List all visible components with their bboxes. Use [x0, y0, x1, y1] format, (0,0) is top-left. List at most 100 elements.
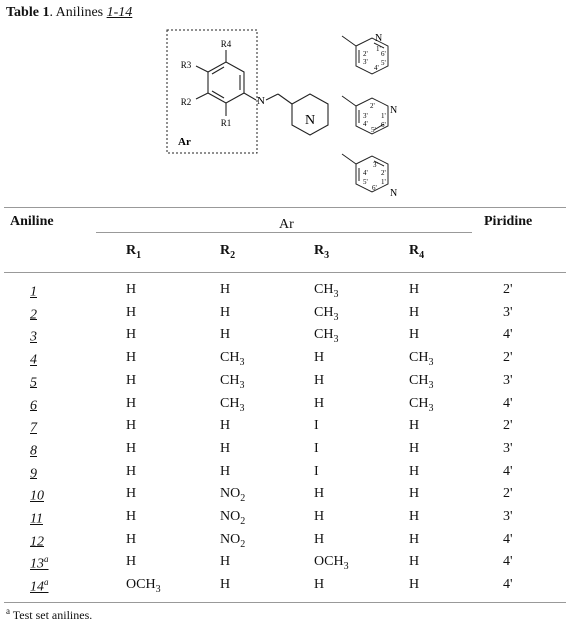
pyridine-isomer-4	[341, 153, 389, 193]
cell-r2: NO2	[220, 509, 246, 527]
cell-r1: H	[126, 554, 137, 570]
ar-span-rule	[96, 232, 472, 233]
table-label: Table 1	[6, 5, 50, 20]
col-header-r4: R4	[409, 243, 425, 261]
cell-r4: H	[409, 509, 420, 524]
col-header-ar: Ar	[279, 217, 294, 232]
cell-pyridine-position: 4'	[503, 577, 513, 593]
cell-r3: H	[314, 486, 325, 502]
aniline-id-link[interactable]: 6	[30, 398, 37, 414]
cell-r2: H	[220, 554, 231, 570]
cell-r3: H	[314, 372, 325, 388]
aniline-id-link[interactable]: 5	[30, 375, 37, 391]
cell-r1: H	[126, 282, 137, 297]
col-header-r2: R2	[220, 243, 236, 261]
cell-r2: CH3	[220, 350, 245, 368]
cell-r4: H	[409, 440, 420, 456]
cell-r1: H	[126, 395, 137, 411]
aniline-id-link[interactable]: 8	[30, 443, 37, 459]
cell-r2: H	[220, 440, 231, 456]
cell-r2: H	[220, 304, 231, 320]
cell-r1: H	[126, 327, 137, 343]
aniline-id-link[interactable]: 12	[30, 534, 44, 550]
cell-r1: H	[126, 531, 137, 547]
col-header-r3: R3	[314, 243, 330, 261]
subst-r2: R2	[181, 97, 192, 107]
aniline-id-link[interactable]: 4	[30, 352, 37, 368]
cell-pyridine-position: 3'	[503, 372, 513, 388]
col-header-aniline: Aniline	[10, 214, 54, 229]
footnote: a Test set anilines.	[6, 606, 93, 622]
cell-r4: H	[409, 531, 420, 547]
cell-r3: CH3	[314, 282, 339, 300]
cell-r3: H	[314, 350, 325, 366]
cell-pyridine-position: 2'	[503, 282, 513, 297]
svg-text:4': 4'	[374, 64, 379, 72]
svg-text:2': 2'	[363, 50, 368, 58]
cell-r1: H	[126, 304, 137, 320]
cell-pyridine-position: 3'	[503, 304, 513, 320]
cell-r4: H	[409, 418, 420, 434]
subst-r3: R3	[181, 60, 192, 70]
aniline-id-link[interactable]: 7	[30, 420, 37, 436]
aniline-id-link[interactable]: 10	[30, 488, 44, 504]
aniline-id-link[interactable]: 3	[30, 330, 37, 346]
caption-text: . Anilines	[49, 5, 107, 20]
aniline-id-link[interactable]: 11	[30, 511, 43, 527]
pyridine-isomer-3	[341, 95, 389, 135]
pyridine-isomer-2	[341, 35, 389, 75]
aniline-id-link[interactable]: 14a	[30, 577, 49, 595]
pyr1-n: N	[375, 33, 382, 44]
svg-text:4': 4'	[363, 120, 368, 128]
svg-text:6': 6'	[372, 184, 377, 192]
cell-r4: H	[409, 463, 420, 479]
cell-r1: H	[126, 463, 137, 479]
svg-text:3': 3'	[363, 112, 368, 120]
cell-r3: CH3	[314, 327, 339, 346]
svg-text:1': 1'	[381, 112, 386, 120]
caption-ref-link[interactable]: 1-14	[106, 5, 133, 20]
cell-r2: H	[220, 463, 231, 479]
aniline-id-link[interactable]: 1	[30, 284, 37, 300]
svg-text:1': 1'	[376, 45, 381, 53]
col-header-r1: R1	[126, 243, 142, 261]
aniline-id-link[interactable]: 9	[30, 466, 37, 482]
table-bottom-rule	[4, 602, 566, 603]
cell-pyridine-position: 2'	[503, 418, 513, 434]
cell-r3: OCH3	[314, 554, 349, 573]
cell-pyridine-position: 4'	[503, 327, 513, 343]
cell-r1: H	[126, 440, 137, 456]
cell-pyridine-position: 4'	[503, 395, 513, 411]
cell-r1: OCH3	[126, 577, 161, 595]
cell-r4: H	[409, 554, 420, 570]
cell-r3: I	[314, 463, 319, 479]
aniline-id-link[interactable]: 13a	[30, 554, 49, 573]
cell-r2: NO2	[220, 531, 246, 550]
cell-r2: CH3	[220, 395, 245, 414]
cell-r3: H	[314, 395, 325, 411]
aniline-id-link[interactable]: 2	[30, 307, 37, 323]
cell-r2: H	[220, 577, 231, 593]
cell-r4: CH3	[409, 372, 434, 391]
cell-r1: H	[126, 509, 137, 524]
cell-r4: H	[409, 577, 420, 593]
cell-pyridine-position: 4'	[503, 531, 513, 547]
cell-pyridine-position: 3'	[503, 440, 513, 456]
cell-r4: H	[409, 282, 420, 297]
cell-r3: I	[314, 418, 319, 434]
cell-pyridine-position: 2'	[503, 350, 513, 366]
cell-r2: H	[220, 327, 231, 343]
svg-text:1': 1'	[381, 178, 386, 186]
svg-text:4': 4'	[363, 169, 368, 177]
cell-r2: CH3	[220, 372, 245, 391]
